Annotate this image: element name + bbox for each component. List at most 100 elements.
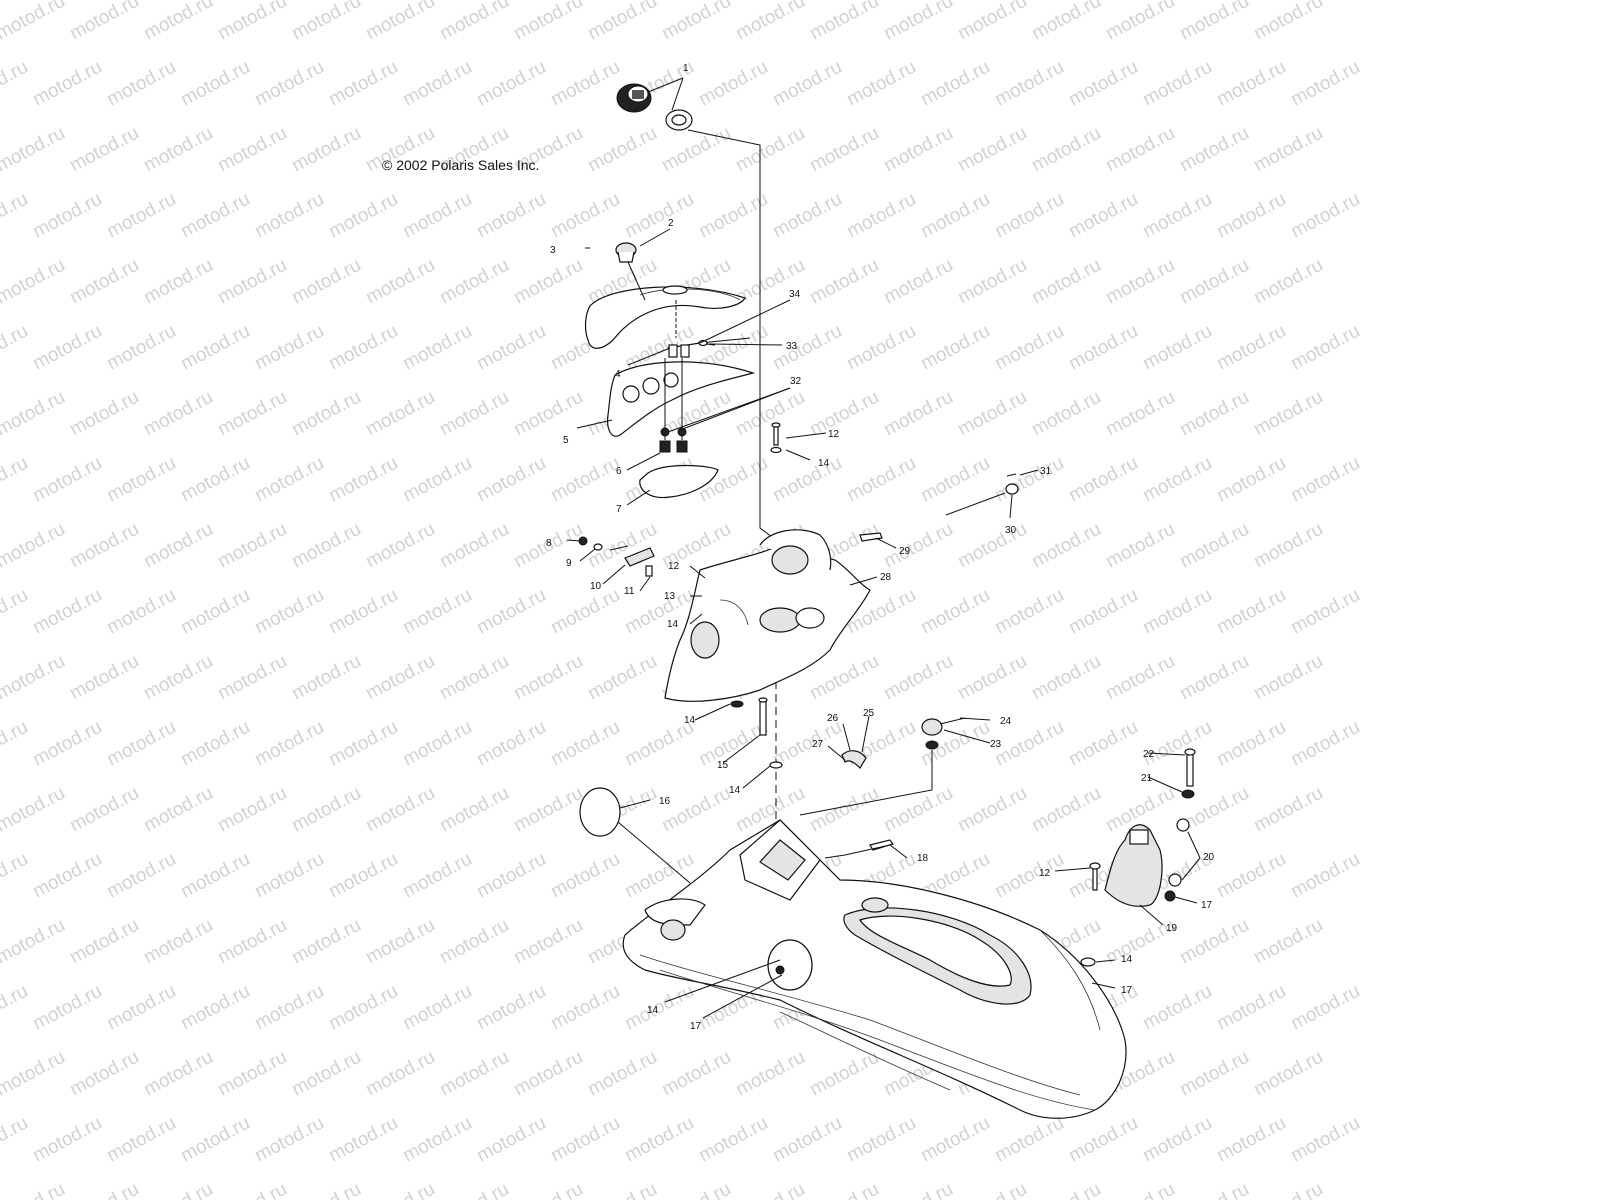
watermark-text: motod.ru xyxy=(1213,57,1289,111)
watermark-text: motod.ru xyxy=(658,783,734,837)
callout-29: 29 xyxy=(899,546,911,557)
watermark-text: motod.ru xyxy=(1213,1113,1289,1167)
callout-12c: 12 xyxy=(1039,868,1051,879)
callout-9: 9 xyxy=(566,558,572,569)
callout-1: 1 xyxy=(683,63,689,74)
watermark-text: motod.ru xyxy=(732,1047,808,1101)
callout-15: 15 xyxy=(717,760,729,771)
callout-14d: 14 xyxy=(729,785,741,796)
watermark-text: motod.ru xyxy=(140,255,216,309)
callout-19: 19 xyxy=(1166,923,1178,934)
watermark-text: motod.ru xyxy=(436,783,512,837)
watermark-text: motod.ru xyxy=(0,1113,32,1167)
watermark-text: motod.ru xyxy=(1213,453,1289,507)
watermark-text: motod.ru xyxy=(917,453,993,507)
callout-28: 28 xyxy=(880,572,892,583)
watermark-text: motod.ru xyxy=(66,519,142,573)
watermark-text: motod.ru xyxy=(1139,981,1215,1035)
watermark-text: motod.ru xyxy=(1028,519,1104,573)
watermark-text: motod.ru xyxy=(288,915,364,969)
watermark-text: motod.ru xyxy=(214,123,290,177)
watermark-text: motod.ru xyxy=(29,57,105,111)
callout-14c: 14 xyxy=(684,715,696,726)
part-1-cap xyxy=(616,83,693,131)
watermark-text: motod.ru xyxy=(177,585,253,639)
watermark-text: motod.ru xyxy=(325,453,401,507)
watermark-text: motod.ru xyxy=(362,1047,438,1101)
watermark-text: motod.ru xyxy=(0,783,69,837)
watermark-text: motod.ru xyxy=(214,0,290,44)
watermark-text: motod.ru xyxy=(0,519,69,573)
watermark-text: motod.ru xyxy=(1176,1179,1252,1200)
part-7-gasket xyxy=(639,464,719,499)
watermark-text: motod.ru xyxy=(103,189,179,243)
part-12-bolt-right xyxy=(1089,862,1101,891)
watermark-text: motod.ru xyxy=(991,453,1067,507)
watermark-text: motod.ru xyxy=(29,717,105,771)
watermark-text: motod.ru xyxy=(1065,717,1141,771)
watermark-text: motod.ru xyxy=(584,1047,660,1101)
watermark-text: motod.ru xyxy=(177,849,253,903)
watermark-text: motod.ru xyxy=(0,123,69,177)
watermark-text: motod.ru xyxy=(436,387,512,441)
watermark-text: motod.ru xyxy=(510,651,586,705)
watermark-text: motod.ru xyxy=(29,189,105,243)
watermark-text: motod.ru xyxy=(1287,189,1363,243)
watermark-text: motod.ru xyxy=(0,915,69,969)
watermark-text: motod.ru xyxy=(1213,189,1289,243)
callout-6: 6 xyxy=(616,466,622,477)
watermark-text: motod.ru xyxy=(1139,717,1215,771)
callout-23: 23 xyxy=(990,739,1002,750)
watermark-text: motod.ru xyxy=(1176,0,1252,44)
callout-14e: 14 xyxy=(1121,954,1133,965)
watermark-text: motod.ru xyxy=(954,651,1030,705)
watermark-text: motod.ru xyxy=(436,519,512,573)
watermark-text: motod.ru xyxy=(103,585,179,639)
watermark-text: motod.ru xyxy=(140,651,216,705)
watermark-text: motod.ru xyxy=(769,1113,845,1167)
part-28-console xyxy=(664,529,871,702)
callout-31: 31 xyxy=(1040,466,1052,477)
watermark-text: motod.ru xyxy=(1065,57,1141,111)
watermark-text: motod.ru xyxy=(547,981,623,1035)
watermark-text: motod.ru xyxy=(325,585,401,639)
watermark-text: motod.ru xyxy=(584,651,660,705)
watermark-text: motod.ru xyxy=(177,981,253,1035)
watermark-text: motod.ru xyxy=(177,453,253,507)
watermark-text: motod.ru xyxy=(251,321,327,375)
callout-labels: 1 2 3 34 33 4 32 5 6 7 12 14 31 30 29 8 … xyxy=(546,63,1215,1032)
watermark-text: motod.ru xyxy=(1176,255,1252,309)
watermark-text: motod.ru xyxy=(140,519,216,573)
callout-13: 13 xyxy=(664,591,676,602)
watermark-text: motod.ru xyxy=(103,453,179,507)
watermark-text: motod.ru xyxy=(362,915,438,969)
watermark-text: motod.ru xyxy=(140,0,216,44)
watermark-text: motod.ru xyxy=(362,387,438,441)
cable-line xyxy=(687,129,777,541)
watermark-text: motod.ru xyxy=(658,1179,734,1200)
watermark-text: motod.ru xyxy=(1287,981,1363,1035)
watermark-text: motod.ru xyxy=(510,1047,586,1101)
watermark-text: motod.ru xyxy=(621,189,697,243)
watermark-text: motod.ru xyxy=(66,915,142,969)
watermark-text: motod.ru xyxy=(510,1179,586,1200)
callout-17c: 17 xyxy=(690,1021,702,1032)
watermark-text: motod.ru xyxy=(1287,453,1363,507)
watermark-text: motod.ru xyxy=(769,189,845,243)
watermark-text: motod.ru xyxy=(103,717,179,771)
watermark-text: motod.ru xyxy=(1065,1113,1141,1167)
watermark-text: motod.ru xyxy=(1102,0,1178,44)
watermark-text: motod.ru xyxy=(1102,519,1178,573)
callout-25: 25 xyxy=(863,708,875,719)
watermark-text: motod.ru xyxy=(140,783,216,837)
watermark-text: motod.ru xyxy=(0,1047,69,1101)
watermark-text: motod.ru xyxy=(0,189,32,243)
callout-33: 33 xyxy=(786,341,798,352)
watermark-text: motod.ru xyxy=(880,651,956,705)
callout-10: 10 xyxy=(590,581,602,592)
watermark-text: motod.ru xyxy=(399,585,475,639)
watermark-text: motod.ru xyxy=(1028,0,1104,44)
watermark-text: motod.ru xyxy=(399,717,475,771)
watermark-text: motod.ru xyxy=(66,651,142,705)
